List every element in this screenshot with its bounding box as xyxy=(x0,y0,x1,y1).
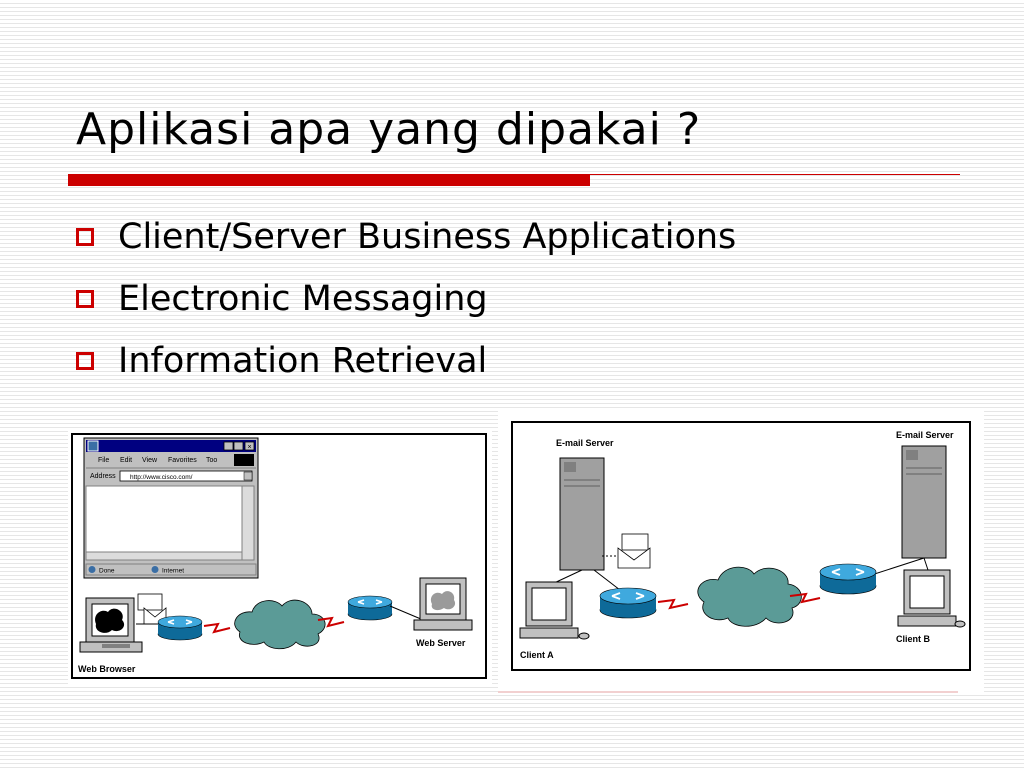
square-bullet-icon xyxy=(76,352,94,370)
wan-link-left xyxy=(657,598,689,610)
client-a-label: Client A xyxy=(520,650,554,660)
web-server-label: Web Server xyxy=(416,638,466,648)
wan-link-left xyxy=(203,622,231,634)
router-right xyxy=(347,595,393,621)
email-server-left xyxy=(559,457,605,571)
data-document-icon xyxy=(621,533,649,551)
globe-icon xyxy=(151,566,159,573)
menu-favorites: Favorites xyxy=(168,457,197,464)
status-zone: Internet xyxy=(162,568,184,575)
wan-link-right xyxy=(789,592,821,604)
square-bullet-icon xyxy=(76,290,94,308)
bullet-text: Electronic Messaging xyxy=(118,279,488,319)
bullet-text: Information Retrieval xyxy=(118,341,488,381)
menu-file: File xyxy=(98,457,109,464)
router-right xyxy=(819,563,877,595)
bullet-text: Client/Server Business Applications xyxy=(118,217,737,257)
slide-title: Aplikasi apa yang dipakai ? xyxy=(76,104,702,155)
title-underline-thin xyxy=(590,174,960,175)
address-value: http://www.cisco.com/ xyxy=(130,474,193,481)
bullet-item: Client/Server Business Applications xyxy=(76,206,736,268)
wan-link-right xyxy=(317,616,345,628)
bullet-item: Information Retrieval xyxy=(76,330,736,392)
web-server-computer xyxy=(413,577,473,631)
address-label: Address xyxy=(90,473,116,480)
internet-cloud xyxy=(234,599,326,650)
vertical-scrollbar xyxy=(241,485,255,561)
envelope-icon xyxy=(617,547,651,569)
client-b-label: Client B xyxy=(896,634,931,644)
title-underline-thick xyxy=(68,174,590,186)
maximize-icon xyxy=(233,441,244,451)
menu-edit: Edit xyxy=(120,457,132,464)
bullet-item: Electronic Messaging xyxy=(76,268,736,330)
square-bullet-icon xyxy=(76,228,94,246)
ie-throbber-icon xyxy=(234,454,254,466)
bullet-list: Client/Server Business Applications Elec… xyxy=(76,206,736,392)
status-done: Done xyxy=(99,568,115,575)
menu-view: View xyxy=(142,457,158,464)
horizontal-scrollbar xyxy=(85,551,243,561)
router-left xyxy=(157,615,203,641)
page-icon xyxy=(88,566,96,573)
email-server-right xyxy=(901,445,947,559)
data-document-icon xyxy=(137,593,163,611)
email-diagram: E-mail Server E-mail Server xyxy=(498,410,984,694)
close-icon xyxy=(244,441,255,451)
dropdown-arrow-icon xyxy=(243,471,253,481)
svg-text:×: × xyxy=(247,444,251,451)
email-server-left-label: E-mail Server xyxy=(556,438,614,448)
client-b-computer xyxy=(897,569,966,628)
svg-text:File Edit View: File Edit View Favorites Too xyxy=(98,457,217,464)
browser-window: × File Edit View Favorites Too Address h… xyxy=(83,437,259,579)
browser-app-icon xyxy=(87,440,99,452)
router-left xyxy=(599,587,657,619)
email-server-right-label: E-mail Server xyxy=(896,430,954,440)
menu-tools: Too xyxy=(206,457,217,464)
web-browsing-diagram: × File Edit View Favorites Too Address h… xyxy=(68,428,492,684)
client-a-computer xyxy=(519,581,590,640)
web-browser-label: Web Browser xyxy=(78,664,136,674)
minimize-icon xyxy=(223,441,234,451)
web-browser-computer xyxy=(79,597,143,653)
